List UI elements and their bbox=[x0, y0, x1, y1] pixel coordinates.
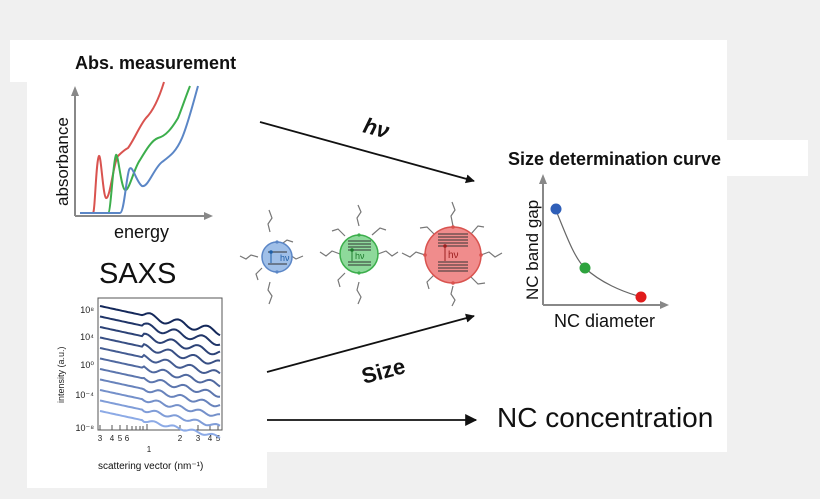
abs-curve-green bbox=[80, 85, 191, 214]
saxs-x-tick-label: 4 bbox=[110, 434, 115, 443]
band-gap-curve bbox=[554, 207, 643, 298]
saxs-curve bbox=[99, 336, 221, 365]
abs-measurement-title: Abs. measurement bbox=[75, 53, 237, 73]
saxs-curve bbox=[99, 347, 221, 375]
absorbance-label: absorbance bbox=[53, 117, 72, 206]
abs-curve-blue bbox=[80, 85, 199, 214]
abs-x-axis-arrow bbox=[204, 212, 213, 220]
saxs-x-tick-label: 6 bbox=[125, 434, 130, 443]
abs-curve-red bbox=[80, 81, 165, 214]
nanocrystal-medium: hν bbox=[319, 204, 399, 305]
saxs-y-tick-label: 10⁻⁸ bbox=[75, 423, 94, 433]
saxs-x-tick-label: 3 bbox=[196, 434, 201, 443]
absorbance-plot: absorbance bbox=[53, 81, 213, 220]
curve-title-strip bbox=[500, 140, 808, 176]
energy-label: energy bbox=[114, 222, 170, 242]
saxs-x-tick-label: 5 bbox=[118, 434, 123, 443]
saxs-curve bbox=[99, 410, 221, 439]
saxs-curve bbox=[99, 305, 221, 337]
band-gap-point-blue bbox=[550, 203, 562, 215]
curve-y-axis-arrow bbox=[539, 174, 547, 184]
saxs-y-tick-label: 10⁴ bbox=[80, 332, 94, 342]
saxs-title: SAXS bbox=[99, 258, 177, 290]
saxs-curve bbox=[99, 399, 221, 427]
nc-concentration-label: NC concentration bbox=[497, 402, 714, 433]
size-arrow bbox=[266, 313, 475, 373]
saxs-x-tick-label: 4 bbox=[208, 434, 213, 443]
saxs-curve bbox=[99, 389, 220, 417]
band-gap-point-green bbox=[579, 262, 591, 274]
saxs-y-tick-label: 10⁻⁴ bbox=[75, 390, 94, 400]
nanocrystal-small: hν bbox=[239, 209, 304, 305]
saxs-curve bbox=[99, 326, 221, 356]
saxs-ylabel: intensity (a.u.) bbox=[56, 346, 66, 403]
size-curve-plot: NC band gap bbox=[523, 174, 669, 309]
saxs-curve bbox=[99, 368, 220, 398]
saxs-x-tick-label: 5 bbox=[216, 434, 221, 443]
nanocrystal-medium-hv: hν bbox=[355, 251, 365, 261]
saxs-x-tick-label: 2 bbox=[178, 434, 183, 443]
abs-y-axis-arrow bbox=[71, 86, 79, 96]
saxs-panel-bg bbox=[27, 280, 267, 488]
nanocrystal-large-hv: hν bbox=[448, 250, 459, 261]
nc-band-gap-label: NC band gap bbox=[523, 200, 542, 300]
hv-arrow bbox=[259, 121, 475, 184]
saxs-y-tick-label: 10⁸ bbox=[80, 305, 94, 315]
band-gap-point-red bbox=[635, 291, 647, 303]
saxs-x-tick-label: 3 bbox=[98, 434, 103, 443]
hv-arrow-label: hν bbox=[361, 113, 393, 144]
curve-x-axis-arrow bbox=[660, 301, 669, 309]
saxs-frame bbox=[97, 297, 223, 431]
saxs-curves bbox=[99, 305, 221, 439]
size-arrow-label: Size bbox=[359, 353, 408, 389]
saxs-y-tick-label: 10⁰ bbox=[80, 360, 94, 370]
saxs-curve bbox=[99, 378, 221, 408]
saxs-plot: 10⁸ 10⁴ 10⁰ 10⁻⁴ 10⁻⁸ intensity (a.u.) 3… bbox=[56, 297, 223, 454]
nanocrystal-small-hv: hν bbox=[280, 253, 290, 263]
nc-diameter-label: NC diameter bbox=[554, 311, 656, 331]
saxs-x-tick-label: 1 bbox=[147, 445, 152, 454]
size-determination-title: Size determination curve bbox=[508, 149, 722, 169]
title-strip bbox=[10, 40, 270, 82]
saxs-curve bbox=[99, 357, 221, 388]
saxs-curve bbox=[99, 315, 221, 347]
nanocrystal-large: hν bbox=[401, 201, 503, 307]
saxs-xlabel: scattering vector (nm⁻¹) bbox=[98, 461, 204, 472]
